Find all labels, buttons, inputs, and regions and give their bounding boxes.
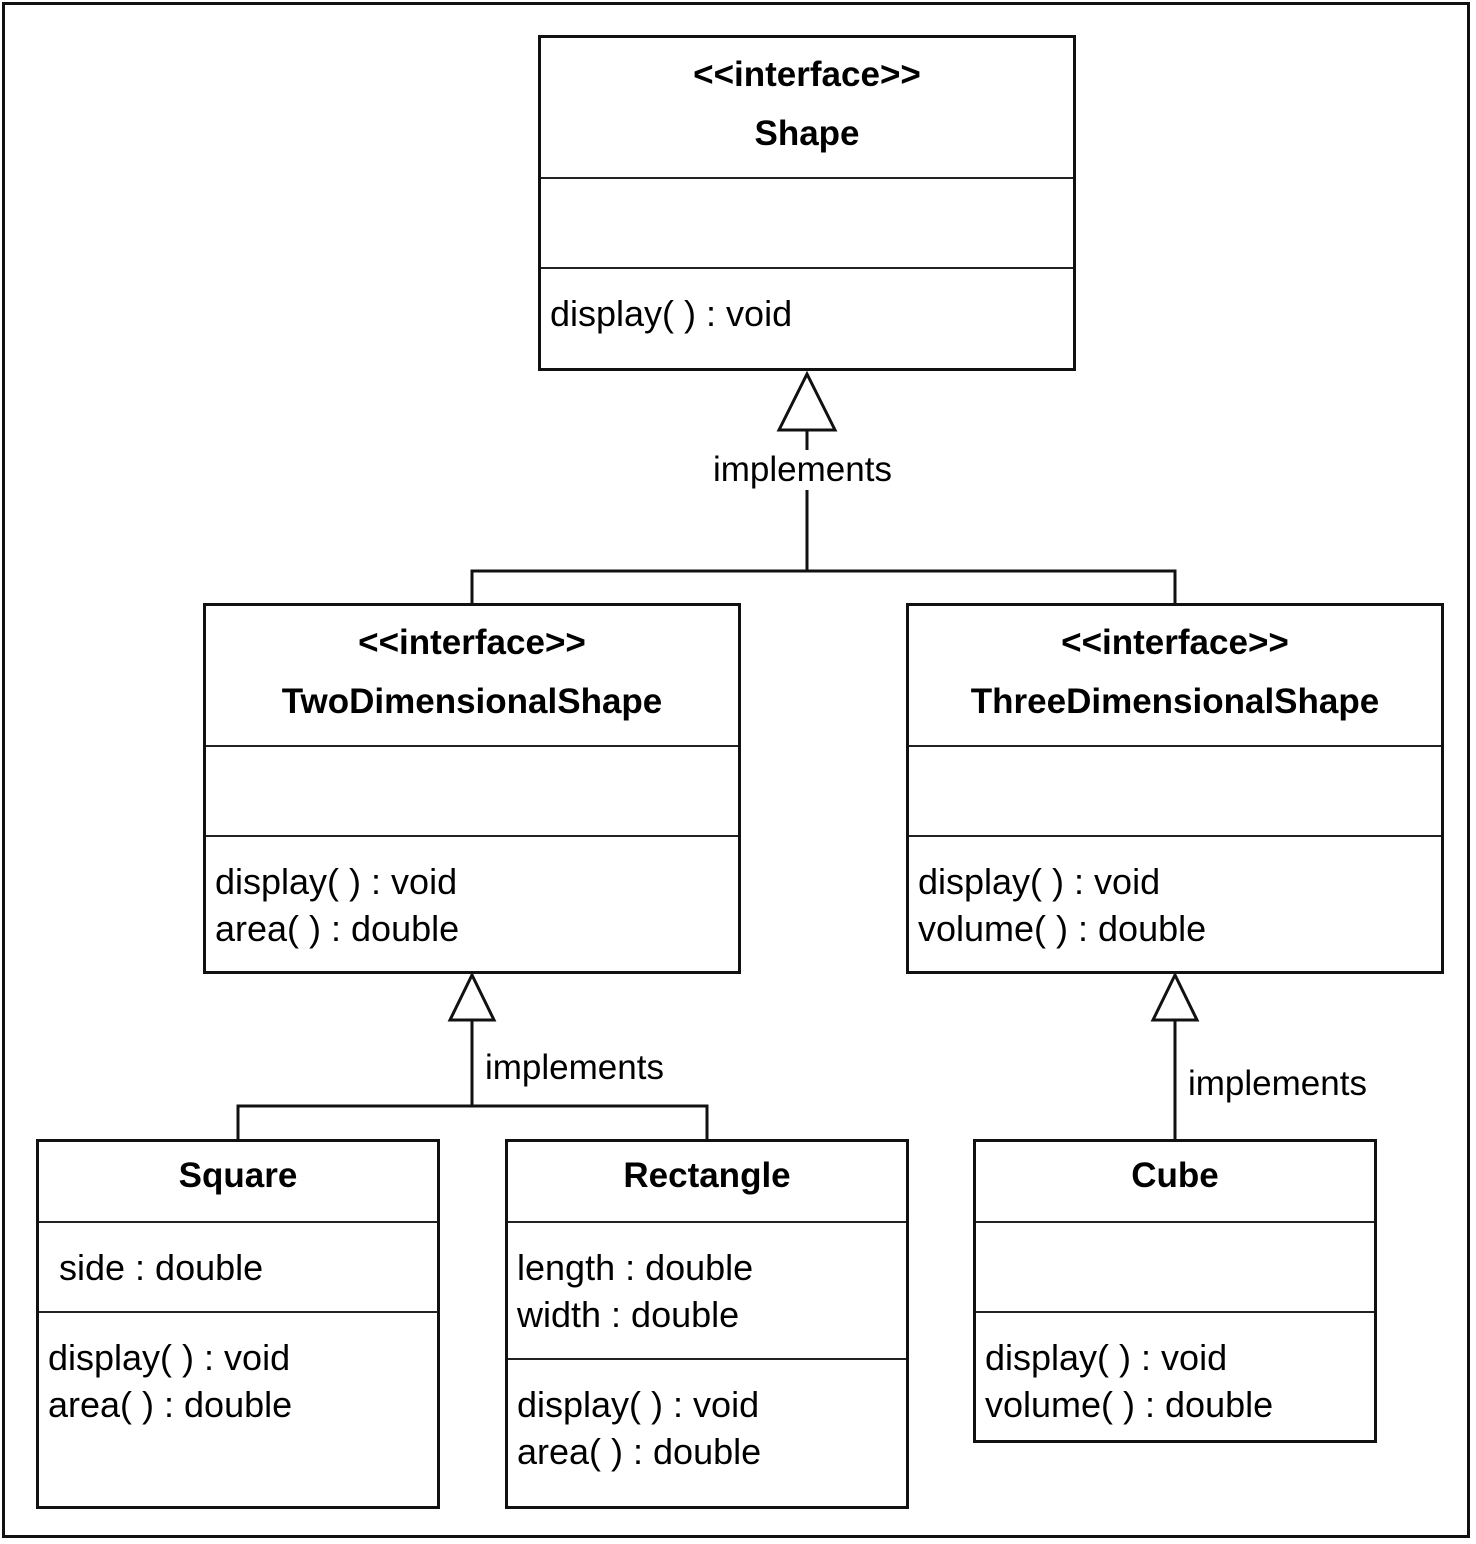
- class-square[interactable]: Square side : double display( ) : void a…: [36, 1139, 440, 1509]
- compartment-divider: [508, 1358, 906, 1360]
- class-cube[interactable]: Cube display( ) : void volume( ) : doubl…: [973, 1139, 1377, 1443]
- stereotype-label: <<interface>>: [693, 55, 921, 94]
- operation: display( ) : void: [48, 1337, 291, 1378]
- class-name: Square: [178, 1156, 298, 1195]
- class-name: Cube: [1131, 1156, 1219, 1195]
- class-rectangle[interactable]: Rectangle length : double width : double…: [505, 1139, 909, 1509]
- operation: display( ) : void: [517, 1384, 760, 1425]
- compartment-divider: [976, 1311, 1374, 1313]
- compartment-divider: [541, 267, 1073, 269]
- operation: display( ) : void: [215, 861, 458, 902]
- compartment-divider: [909, 745, 1441, 747]
- compartment-divider: [39, 1311, 437, 1313]
- attribute: length : double: [517, 1247, 754, 1288]
- stereotype-label: <<interface>>: [1061, 623, 1289, 662]
- shape-implements-label: implements: [713, 450, 892, 490]
- operation: display( ) : void: [918, 861, 1161, 902]
- operation: display( ) : void: [985, 1337, 1228, 1378]
- operation: volume( ) : double: [918, 908, 1207, 949]
- class-name: TwoDimensionalShape: [281, 682, 663, 721]
- class-name: ThreeDimensionalShape: [970, 682, 1380, 721]
- edge-two-d-implements: [236, 971, 709, 1139]
- compartment-divider: [541, 177, 1073, 179]
- operation: area( ) : double: [517, 1431, 762, 1472]
- operation: area( ) : double: [215, 908, 460, 949]
- class-name: Shape: [754, 114, 860, 153]
- two-d-implements-label: implements: [485, 1048, 664, 1088]
- class-three-dimensional-shape[interactable]: <<interface>> ThreeDimensionalShape disp…: [906, 603, 1444, 974]
- compartment-divider: [508, 1221, 906, 1223]
- operation: display( ) : void: [550, 293, 793, 334]
- class-name: Rectangle: [623, 1156, 791, 1195]
- attribute: side : double: [59, 1247, 264, 1288]
- compartment-divider: [206, 745, 738, 747]
- operation: volume( ) : double: [985, 1384, 1274, 1425]
- attribute: width : double: [517, 1294, 740, 1335]
- operation: area( ) : double: [48, 1384, 293, 1425]
- compartment-divider: [976, 1221, 1374, 1223]
- compartment-divider: [206, 835, 738, 837]
- compartment-divider: [909, 835, 1441, 837]
- three-d-implements-label: implements: [1188, 1064, 1367, 1104]
- class-two-dimensional-shape[interactable]: <<interface>> TwoDimensionalShape displa…: [203, 603, 741, 974]
- compartment-divider: [39, 1221, 437, 1223]
- edge-three-d-implements: [1150, 971, 1200, 1139]
- stereotype-label: <<interface>>: [358, 623, 586, 662]
- class-shape[interactable]: <<interface>> Shape display( ) : void: [538, 35, 1076, 371]
